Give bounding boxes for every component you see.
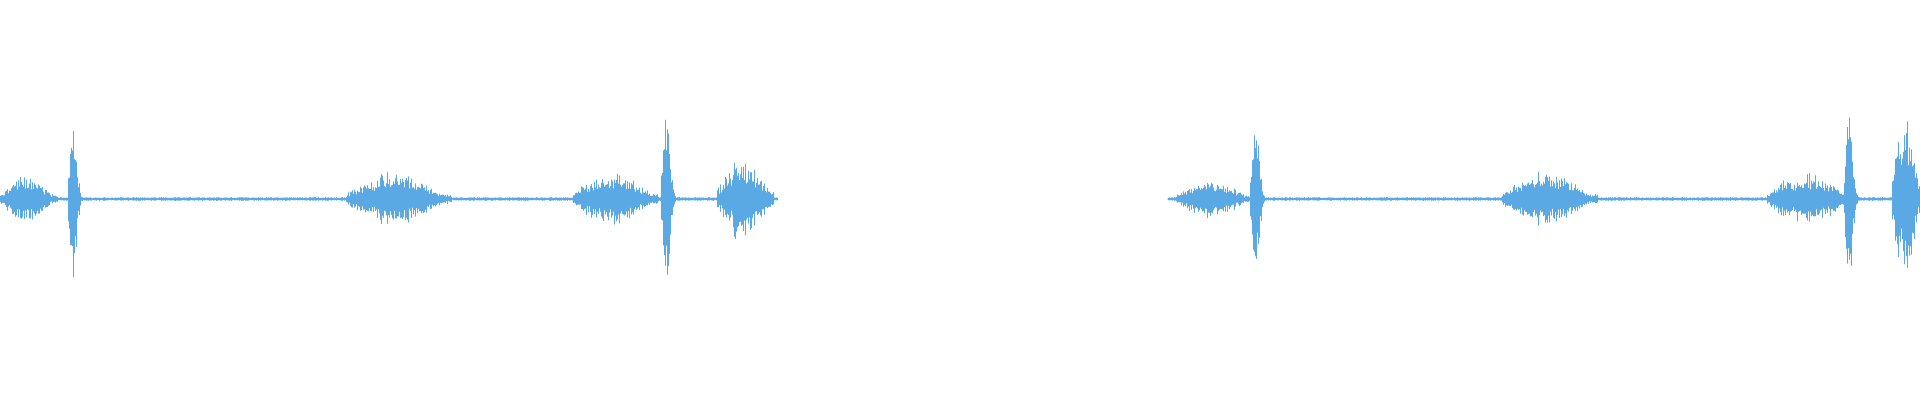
waveform-channel (0, 117, 1920, 278)
